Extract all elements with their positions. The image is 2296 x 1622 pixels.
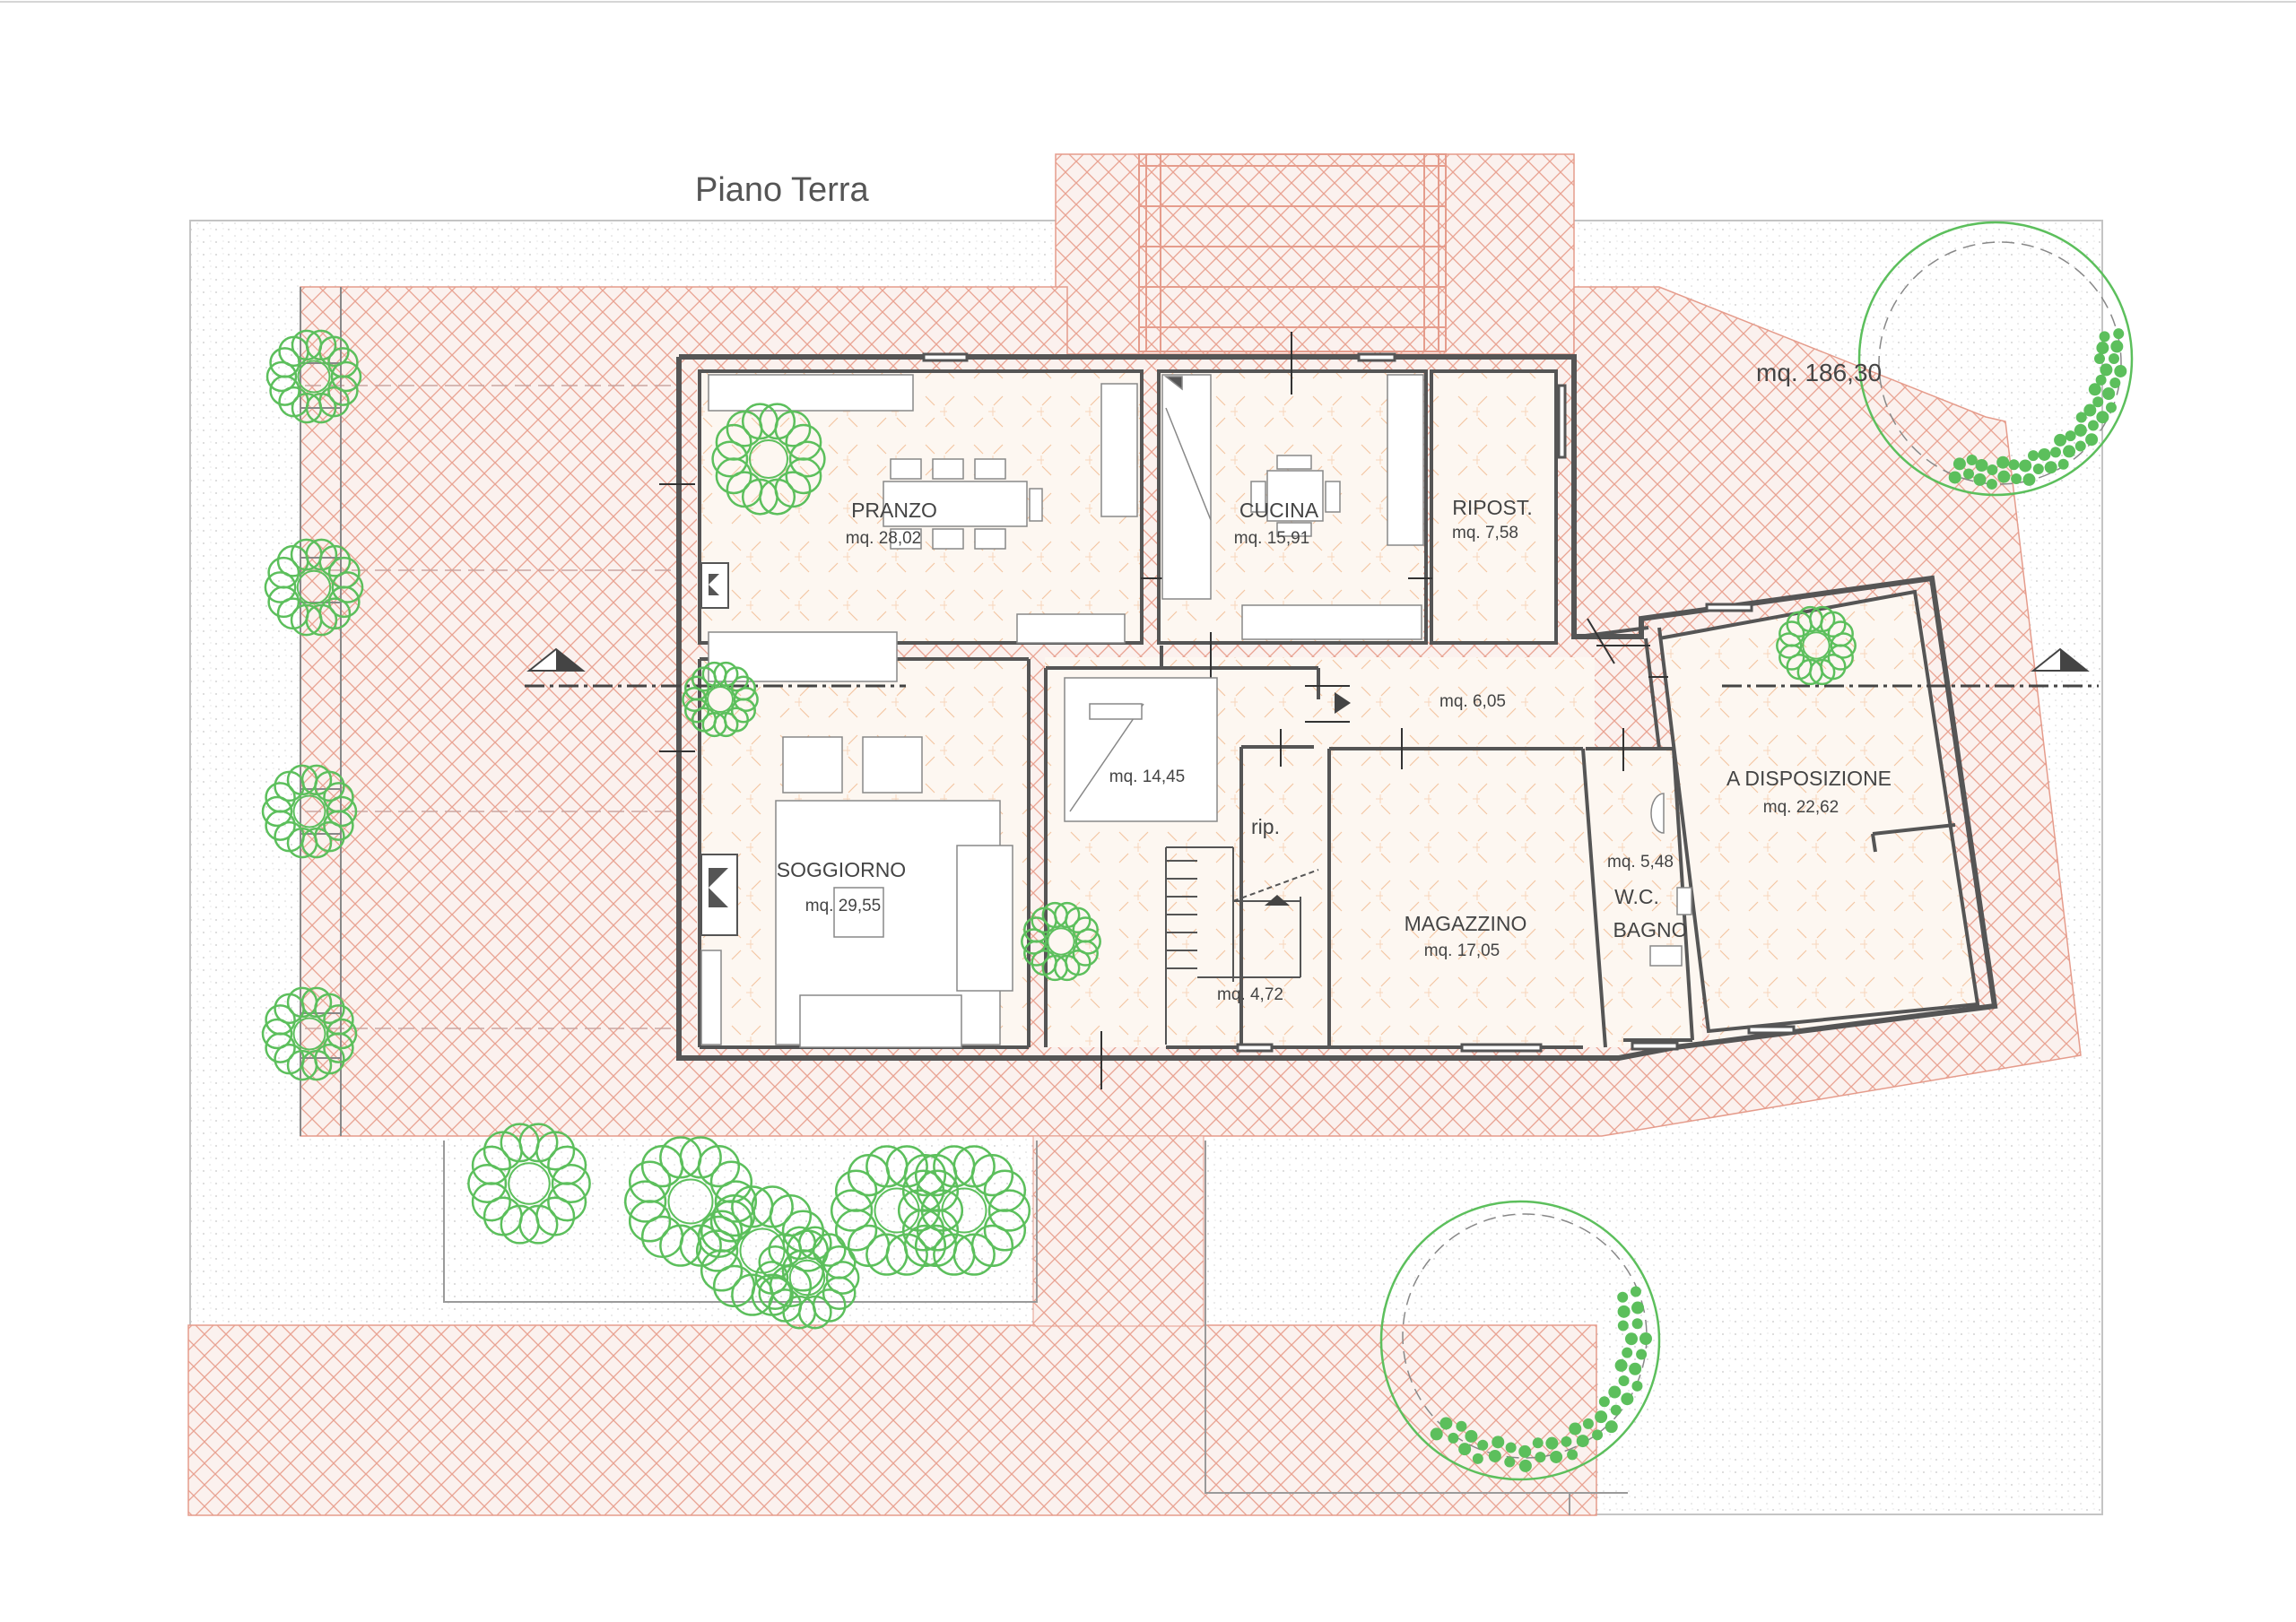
entry-area: mq. 14,45 [1109,768,1186,786]
stair-arrow-icon [1265,895,1290,906]
tree-icon [682,661,759,738]
parking-lines [305,385,677,1029]
room-bagno-area: mq. 5,48 [1607,853,1674,872]
section-arrow-icon [1335,692,1351,714]
room-ripost-name: RIPOST. [1452,496,1532,519]
tree-icon [623,1136,758,1267]
dining-table-icon [708,374,1138,682]
tree-icon [467,1123,591,1245]
tree-icon [1021,901,1101,982]
room-ripost-area: mq. 7,58 [1452,524,1518,542]
room-rip-name: rip. [1251,815,1280,838]
trees [261,329,1857,1330]
entry-furniture [1064,677,1218,822]
bathroom-fixtures [1649,793,1692,967]
shrub-dots-bottom [1430,1286,1652,1472]
tree-icon [265,329,362,424]
living-furniture [775,736,1013,1048]
room-pranzo-area: mq. 28,02 [846,529,922,548]
round-planter-top [1857,221,2134,497]
room-magazzino-name: MAGAZZINO [1405,912,1527,935]
room-magazzino-area: mq. 17,05 [1424,941,1500,960]
garden-area-label: mq. 186,30 [1756,359,1882,386]
room-pranzo-name: PRANZO [851,499,937,522]
tree-icon [711,403,826,516]
fireplace-icon [700,562,729,609]
room-bagno-name: W.C. [1614,885,1659,908]
kitchen-fixtures [1161,374,1424,640]
room-bagno-name2: BAGNO [1613,918,1687,941]
windows [922,352,1796,1053]
room-cucina-name: CUCINA [1239,499,1319,522]
shrub-dots-top [1948,328,2127,490]
stairs-icon [1165,846,1319,1045]
tree-icon [754,1226,860,1330]
tree-icon [897,1145,1031,1276]
door-marks [659,332,1668,1089]
pergola [1138,153,1447,352]
tree-icon [261,986,358,1081]
room-soggiorno-name: SOGGIORNO [777,858,906,881]
garden-bed [443,1141,1628,1515]
room-disposizione-area: mq. 22,62 [1763,798,1839,817]
fireplace-icon [700,854,738,936]
tree-icon [1776,605,1857,686]
corridor-area: mq. 6,05 [1439,692,1506,711]
stair-area: mq. 4,72 [1217,985,1283,1004]
page-title: Piano Terra [695,171,870,209]
section-marker-icon [526,647,586,672]
room-cucina-area: mq. 15,91 [1234,529,1310,548]
sideboard [700,950,722,1045]
room-disposizione-name: A DISPOSIZIONE [1726,767,1892,790]
tree-icon [264,538,364,637]
tree-icon [261,764,358,859]
section-marker-icon [2031,647,2090,672]
room-soggiorno-area: mq. 29,55 [805,897,882,915]
